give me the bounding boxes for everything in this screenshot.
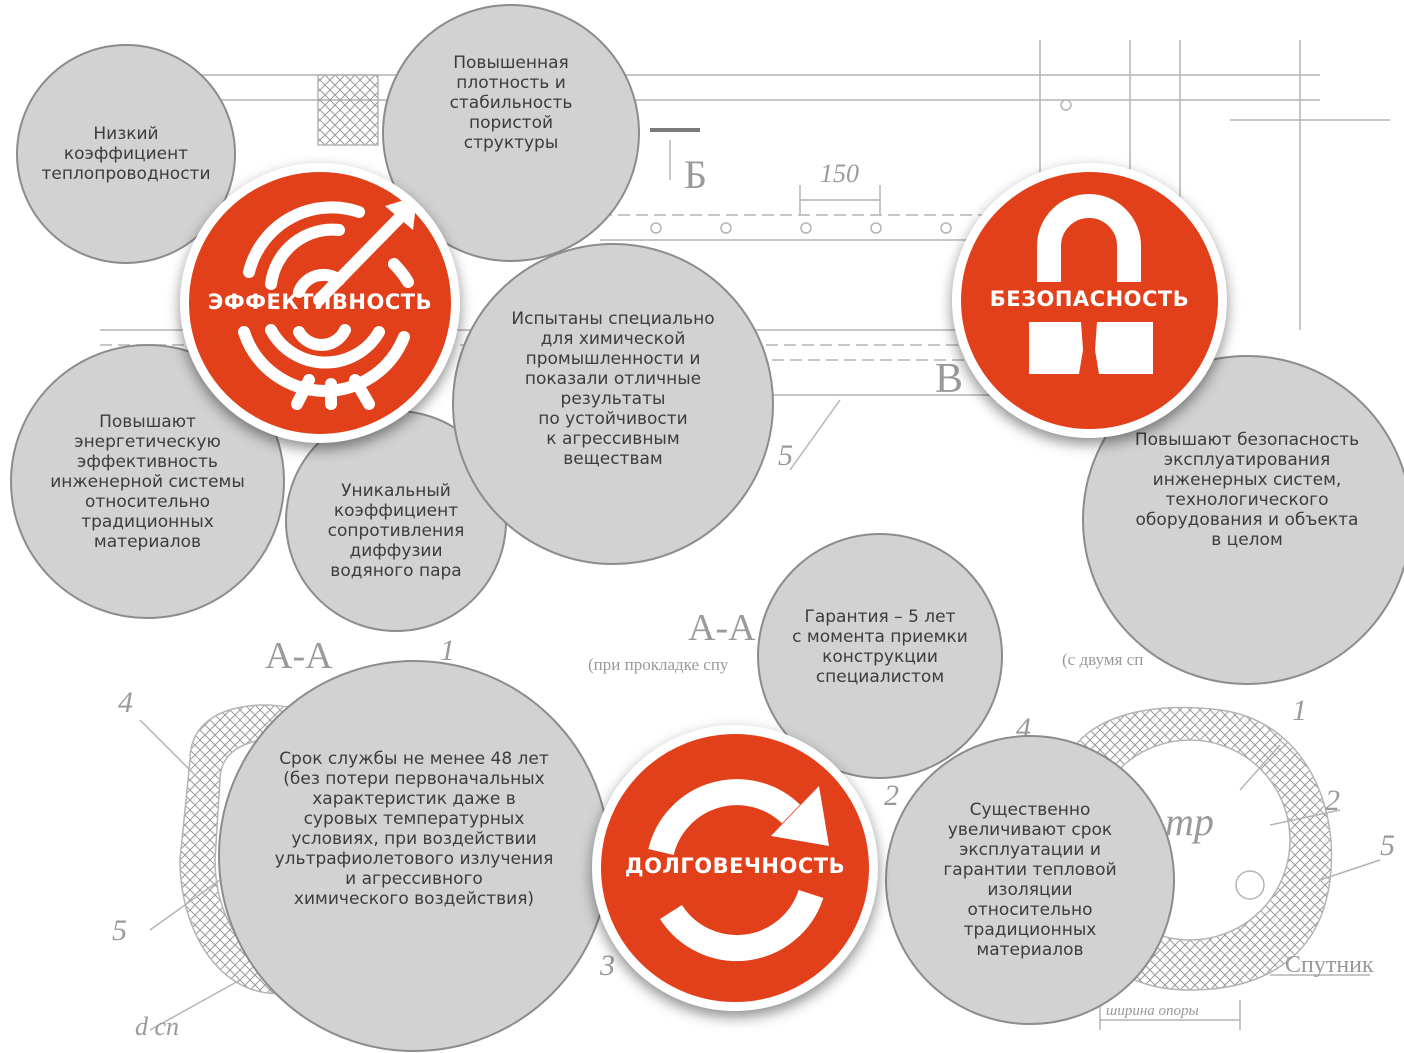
label-2-right: 2 — [1325, 784, 1340, 817]
bubble-service-life: Срок службы не менее 48 лет (без потери … — [218, 660, 610, 1052]
label-1-left: 1 — [440, 634, 455, 667]
hub-efficiency: ЭФФЕКТИВНОСТЬ — [180, 163, 460, 443]
label-dsp: d сп — [135, 1012, 179, 1041]
hub-durability: ДОЛГОВЕЧНОСТЬ — [592, 725, 878, 1011]
target-arrow-icon — [238, 196, 417, 410]
label-sputnik: Спутник — [1285, 952, 1374, 978]
bubble-warranty: Гарантия – 5 лет с момента приемки конст… — [757, 533, 1003, 779]
section-aa-left: А-А — [265, 635, 333, 677]
hub-safety-label: БЕЗОПАСНОСТЬ — [989, 287, 1190, 311]
note-laying: (при прокладке спу — [588, 655, 729, 674]
label-2-middle: 2 — [884, 779, 899, 812]
bubble-lifetime: Существенно увеличивают срок эксплуатаци… — [885, 735, 1175, 1025]
padlock-icon — [1029, 194, 1153, 374]
hub-durability-label: ДОЛГОВЕЧНОСТЬ — [624, 854, 846, 878]
label-5-top: 5 — [778, 439, 793, 472]
dimension-150: 150 — [820, 159, 859, 188]
note-two: (с двумя сп — [1062, 650, 1143, 669]
label-1-right: 1 — [1292, 694, 1307, 727]
circular-arrow-icon — [648, 779, 829, 962]
bubble-chemical-resistance: Испытаны специально для химической промы… — [452, 243, 774, 565]
section-aa-middle: А-А — [688, 607, 756, 649]
bubble-energy-efficiency: Повышают энергетическую эффективность ин… — [10, 344, 285, 619]
bubble-low-conductivity: Низкий коэффициент теплопроводности — [16, 44, 236, 264]
label-support-width: ширина опоры — [1106, 1003, 1199, 1019]
label-5-right: 5 — [1380, 829, 1395, 862]
label-5-left: 5 — [112, 914, 127, 947]
label-v: В — [935, 356, 963, 402]
label-b: Б — [684, 152, 707, 197]
label-4-left: 4 — [118, 686, 133, 719]
hub-efficiency-label: ЭФФЕКТИВНОСТЬ — [207, 290, 433, 314]
label-3: 3 — [599, 949, 615, 982]
hub-safety: БЕЗОПАСНОСТЬ — [952, 163, 1227, 438]
